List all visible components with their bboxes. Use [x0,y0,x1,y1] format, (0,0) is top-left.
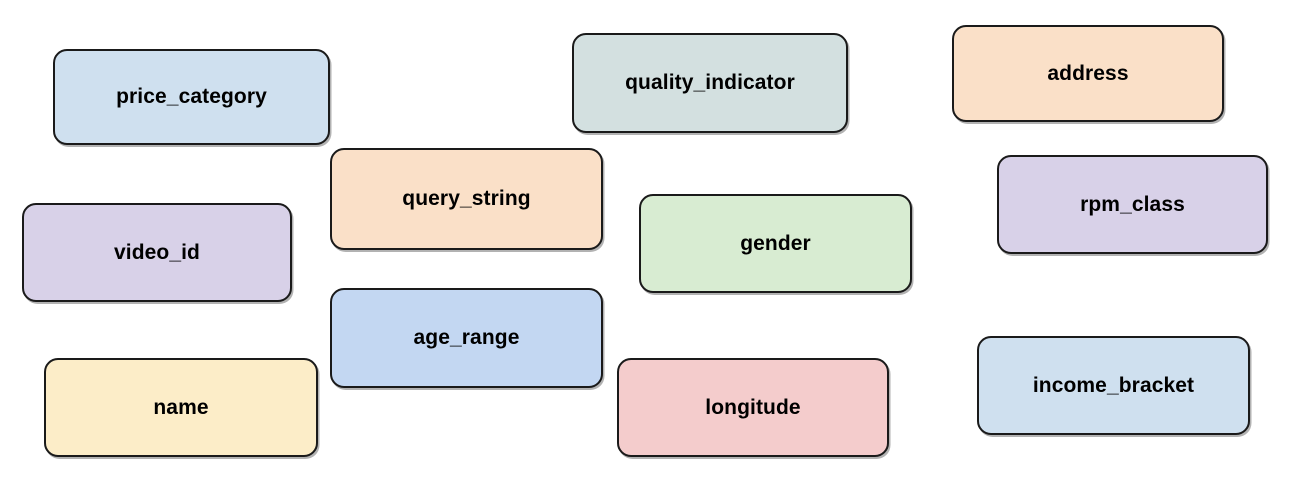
node-query_string[interactable]: query_string [330,148,603,250]
node-address[interactable]: address [952,25,1224,122]
node-income_bracket[interactable]: income_bracket [977,336,1250,435]
node-price_category[interactable]: price_category [53,49,330,145]
node-label-query_string: query_string [402,187,531,211]
node-rpm_class[interactable]: rpm_class [997,155,1268,254]
node-label-income_bracket: income_bracket [1032,373,1195,397]
node-age_range[interactable]: age_range [330,288,603,388]
node-video_id[interactable]: video_id [22,203,292,302]
node-label-quality_indicator: quality_indicator [625,71,795,95]
node-label-address: address [1047,61,1129,85]
node-gender[interactable]: gender [639,194,912,293]
node-label-longitude: longitude [705,395,801,419]
node-label-age_range: age_range [413,326,520,350]
node-quality_indicator[interactable]: quality_indicator [572,33,848,133]
node-name[interactable]: name [44,358,318,457]
node-label-name: name [153,395,209,419]
node-longitude[interactable]: longitude [617,358,889,457]
node-label-rpm_class: rpm_class [1080,192,1185,216]
node-label-video_id: video_id [114,240,200,264]
node-label-gender: gender [740,231,811,255]
node-label-price_category: price_category [116,85,267,109]
